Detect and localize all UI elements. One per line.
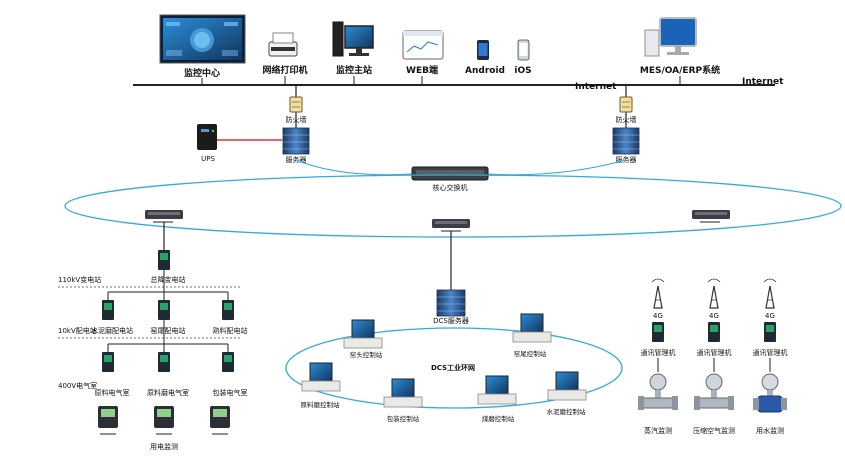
dcs-station-5-label: 煤磨控制站 xyxy=(482,414,515,423)
gateway-device-icon xyxy=(158,352,170,372)
level-110kv-label: 110kV变电站 xyxy=(58,275,101,284)
internet-label-right: Internet xyxy=(742,77,784,87)
firewall-right-label: 防火墙 xyxy=(616,115,637,124)
ring-switch-right-icon xyxy=(692,210,730,223)
steam-flowmeter-icon xyxy=(638,373,678,410)
printer-icon xyxy=(268,32,298,57)
internet-label-left: Internet xyxy=(575,82,617,92)
sub-10kv-2-label: 窑尾配电站 xyxy=(151,326,186,335)
server-right-to-core-link xyxy=(487,159,627,176)
server-right-icon xyxy=(612,127,640,155)
room-400v-2-label: 原料磨电气室 xyxy=(147,388,189,397)
dcs-ring-label: DCS工业环网 xyxy=(431,363,475,372)
gateway-1-label: 通讯管理机 xyxy=(641,348,676,357)
cell-tower-icon xyxy=(707,278,721,309)
level-400v-label: 400V电气室 xyxy=(58,381,97,390)
compressed-air-flowmeter-icon xyxy=(694,373,734,410)
power-meter-icon xyxy=(98,406,118,435)
sub-10kv-1-label: 水泥磨配电站 xyxy=(91,326,133,335)
room-400v-1-label: 原料电气室 xyxy=(95,388,130,397)
network-printer-label: 网络打印机 xyxy=(262,64,307,76)
gateway-device-icon xyxy=(222,352,234,372)
meter-air-label: 压缩空气监测 xyxy=(693,426,735,435)
android-phone-icon xyxy=(477,40,489,60)
gateway-device-icon xyxy=(222,300,234,320)
dcs-station-1-label: 窑头控制站 xyxy=(350,350,383,359)
web-browser-icon xyxy=(402,30,444,60)
workstation-icon xyxy=(343,319,383,349)
web-client-label: WEB端 xyxy=(406,64,438,76)
water-flowmeter-icon xyxy=(753,373,787,413)
power-meter-icon xyxy=(154,406,174,435)
dcs-station-2-label: 窑尾控制站 xyxy=(514,349,547,358)
mes-erp-label: MES/OA/ERP系统 xyxy=(640,64,720,76)
workstation-icon xyxy=(547,371,587,401)
dcs-station-6-label: 水泥磨控制站 xyxy=(547,407,587,416)
server-right-label: 服务器 xyxy=(616,155,637,164)
firewall-left-label: 防火墙 xyxy=(286,115,307,124)
level-10kv-label: 10kV配电站 xyxy=(58,326,97,335)
android-label: Android xyxy=(465,66,505,76)
signal-4g-2-label: 4G xyxy=(709,312,719,320)
monitor-center-label: 监控中心 xyxy=(184,67,220,79)
ring-switch-center-icon xyxy=(432,219,470,232)
ios-phone-icon xyxy=(517,39,530,61)
room-400v-3-label: 包装电气室 xyxy=(213,388,248,397)
server-left-to-core-link xyxy=(295,159,413,176)
ring-switch-left-icon xyxy=(145,210,183,223)
gateway-device-icon xyxy=(764,322,776,342)
ups-icon xyxy=(197,124,217,150)
monitor-center-video-wall xyxy=(159,14,246,64)
gateway-device-icon xyxy=(708,322,720,342)
dcs-server-label: DCS服务器 xyxy=(433,316,469,325)
gateway-device-icon xyxy=(158,250,170,270)
meter-caption: 用电监测 xyxy=(150,442,178,451)
workstation-icon xyxy=(477,375,517,405)
server-left-icon xyxy=(282,127,310,155)
gateway-2-label: 通讯管理机 xyxy=(697,348,732,357)
ups-label: UPS xyxy=(201,155,215,163)
sub-10kv-3-label: 熟料配电站 xyxy=(213,326,248,335)
dcs-station-4-label: 包装控制站 xyxy=(387,414,420,423)
meter-water-label: 用水监测 xyxy=(756,426,784,435)
core-switch-label: 核心交换机 xyxy=(433,183,468,192)
gateway-device-icon xyxy=(102,300,114,320)
workstation-icon xyxy=(512,313,552,343)
dcs-ring xyxy=(285,327,623,409)
core-backbone-ring xyxy=(64,174,842,238)
dcs-server-icon xyxy=(436,289,466,317)
dcs-station-3-label: 原料磨控制站 xyxy=(301,400,341,409)
gateway-device-icon xyxy=(158,300,170,320)
firewall-left-icon xyxy=(289,96,303,113)
signal-4g-1-label: 4G xyxy=(653,312,663,320)
core-switch-icon xyxy=(411,166,489,181)
gateway-device-icon xyxy=(102,352,114,372)
power-meter-icon xyxy=(210,406,230,435)
workstation-icon xyxy=(383,378,423,408)
firewall-right-icon xyxy=(619,96,633,113)
monitor-host-label: 监控主站 xyxy=(336,64,372,76)
cell-tower-icon xyxy=(763,278,777,309)
gateway-3-label: 通讯管理机 xyxy=(753,348,788,357)
ios-label: iOS xyxy=(514,66,531,76)
gateway-device-icon xyxy=(652,322,664,342)
signal-4g-3-label: 4G xyxy=(765,312,775,320)
cell-tower-icon xyxy=(651,278,665,309)
meter-steam-label: 蒸汽监测 xyxy=(644,426,672,435)
main-110kv-label: 总降变电站 xyxy=(151,275,186,284)
desktop-computer-icon xyxy=(332,21,374,57)
mes-erp-computer-icon xyxy=(644,17,697,57)
workstation-icon xyxy=(301,362,341,392)
server-left-label: 服务器 xyxy=(286,155,307,164)
